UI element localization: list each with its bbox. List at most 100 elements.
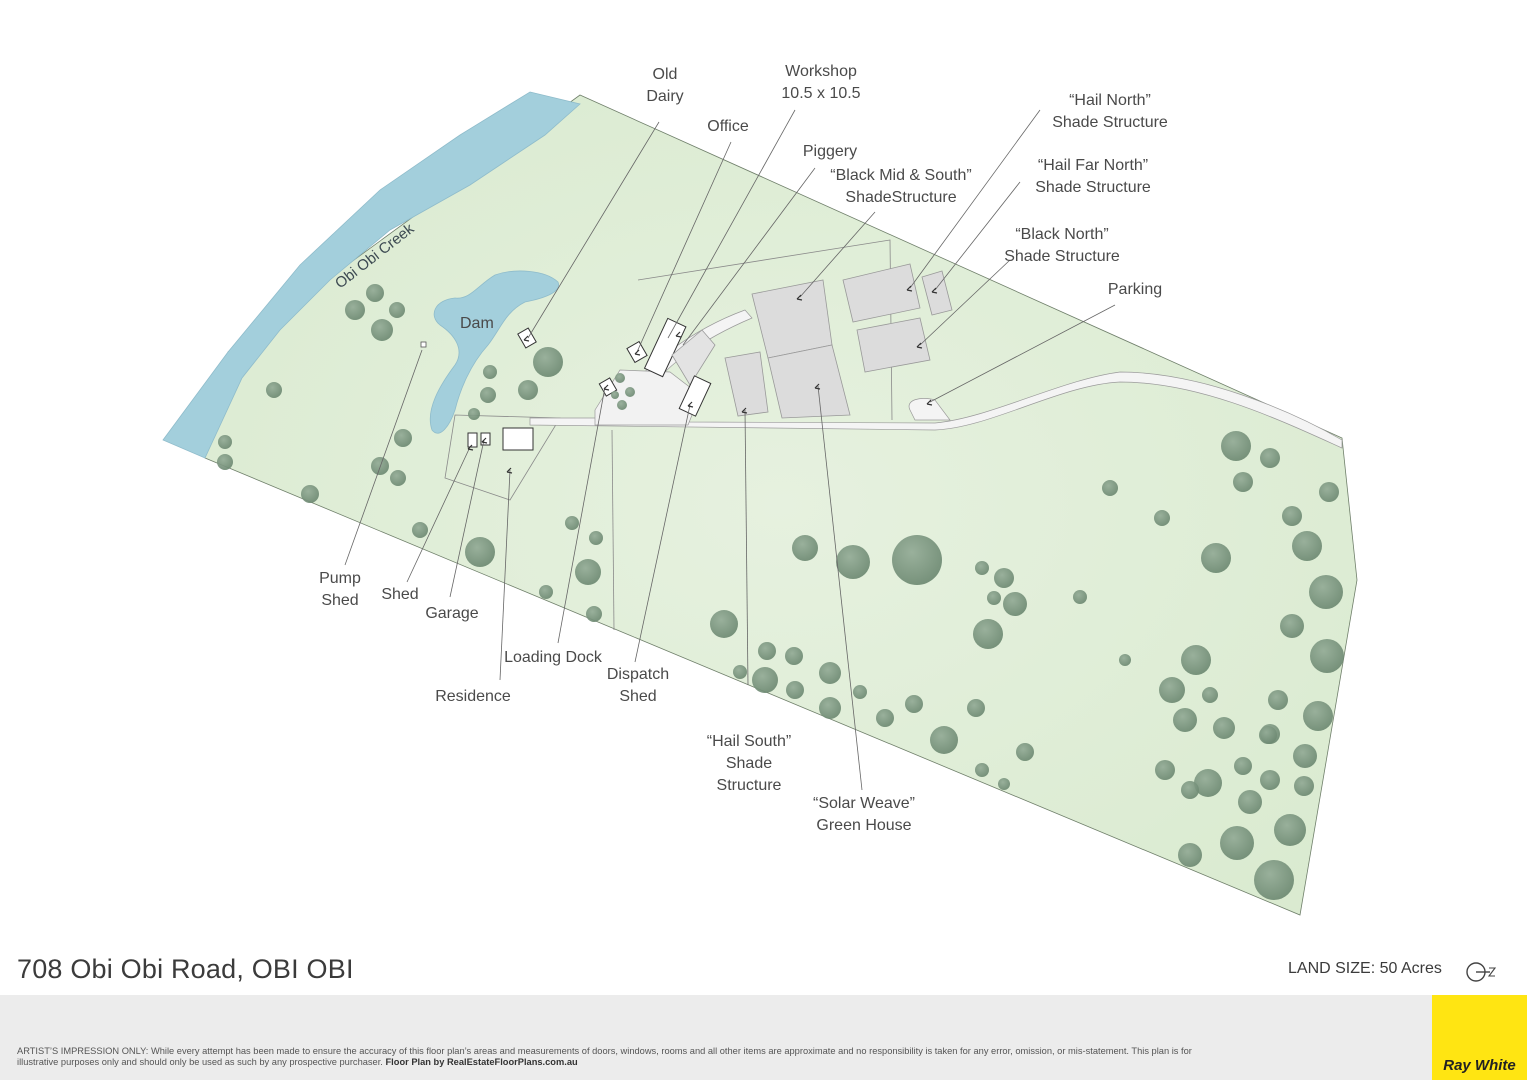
tree bbox=[390, 470, 406, 486]
tree bbox=[1159, 677, 1185, 703]
label-line: Shed bbox=[321, 592, 358, 609]
tree bbox=[589, 531, 603, 545]
tree bbox=[998, 778, 1010, 790]
label-solar-weave: “Solar Weave” Green House bbox=[813, 795, 915, 834]
tree bbox=[836, 545, 870, 579]
building-dispatch-shed bbox=[678, 375, 712, 417]
label-line: “Black Mid & South” bbox=[830, 167, 971, 184]
tree bbox=[1259, 726, 1277, 744]
tree bbox=[586, 606, 602, 622]
driveway bbox=[529, 309, 1343, 449]
label-line: “Hail Far North” bbox=[1038, 157, 1148, 174]
tree bbox=[625, 387, 635, 397]
tree bbox=[483, 365, 497, 379]
tree bbox=[366, 284, 384, 302]
tree bbox=[1003, 592, 1027, 616]
tree bbox=[1102, 480, 1118, 496]
north-arrow-icon bbox=[1466, 962, 1497, 982]
tree bbox=[1154, 510, 1170, 526]
tree bbox=[266, 382, 282, 398]
tree bbox=[785, 647, 803, 665]
tree bbox=[1073, 590, 1087, 604]
residence-yard bbox=[444, 414, 561, 501]
label-line: Shade bbox=[726, 755, 772, 772]
tree bbox=[1233, 472, 1253, 492]
tree bbox=[480, 387, 496, 403]
tree bbox=[1016, 743, 1034, 761]
building-hail-north bbox=[842, 263, 921, 323]
tree bbox=[345, 300, 365, 320]
label-line: Structure bbox=[717, 777, 782, 794]
label-line: Shed bbox=[381, 586, 418, 603]
tree bbox=[1280, 614, 1304, 638]
dam bbox=[429, 270, 559, 434]
tree bbox=[1282, 506, 1302, 526]
tree bbox=[1268, 690, 1288, 710]
label-line: 10.5 x 10.5 bbox=[781, 85, 860, 102]
tree bbox=[412, 522, 428, 538]
label-line: Shed bbox=[619, 688, 656, 705]
label-line: “Hail North” bbox=[1069, 92, 1151, 109]
tree bbox=[758, 642, 776, 660]
tree bbox=[733, 665, 747, 679]
tree bbox=[1260, 448, 1280, 468]
tree bbox=[575, 559, 601, 585]
tree bbox=[1201, 543, 1231, 573]
building-piggery bbox=[671, 329, 716, 386]
tree bbox=[217, 454, 233, 470]
disclaimer: ARTIST’S IMPRESSION ONLY: While every at… bbox=[17, 1046, 1217, 1068]
tree bbox=[905, 695, 923, 713]
label-line: Garage bbox=[425, 605, 478, 622]
label-hail-far-north: “Hail Far North”Shade Structure bbox=[1035, 157, 1151, 196]
tree bbox=[1319, 482, 1339, 502]
tree bbox=[394, 429, 412, 447]
tree bbox=[1220, 826, 1254, 860]
tree bbox=[710, 610, 738, 638]
arrow-markers bbox=[467, 285, 938, 474]
tree bbox=[752, 667, 778, 693]
tree bbox=[1213, 717, 1235, 739]
tree bbox=[1254, 860, 1294, 900]
label-garage: Garage bbox=[425, 605, 478, 622]
tree bbox=[819, 662, 841, 684]
tree bbox=[1173, 708, 1197, 732]
label-line: Green House bbox=[816, 817, 911, 834]
tree bbox=[1309, 575, 1343, 609]
label-line: Parking bbox=[1108, 281, 1162, 298]
label-line: ShadeStructure bbox=[845, 189, 956, 206]
label-line: Workshop bbox=[785, 63, 857, 80]
tree bbox=[967, 699, 985, 717]
label-line: “Solar Weave” bbox=[813, 795, 915, 812]
tree bbox=[1194, 769, 1222, 797]
tree bbox=[1303, 701, 1333, 731]
property-address: 708 Obi Obi Road, OBI OBI bbox=[17, 954, 354, 984]
tree bbox=[1181, 645, 1211, 675]
tree bbox=[853, 685, 867, 699]
tree bbox=[975, 763, 989, 777]
tree bbox=[876, 709, 894, 727]
tree bbox=[518, 380, 538, 400]
label-piggery: Piggery bbox=[803, 143, 857, 160]
tree bbox=[218, 435, 232, 449]
label-loading-dock: Loading Dock bbox=[504, 649, 603, 666]
tree bbox=[1202, 687, 1218, 703]
label-line: Loading Dock bbox=[504, 649, 603, 666]
building-shed bbox=[467, 432, 478, 448]
label-line: Piggery bbox=[803, 143, 857, 160]
fence-line bbox=[611, 429, 615, 631]
tree bbox=[1234, 757, 1252, 775]
tree bbox=[465, 537, 495, 567]
label-black-mid-south: “Black Mid & South” ShadeStructure bbox=[830, 167, 971, 206]
building-pump-shed bbox=[420, 341, 427, 348]
label-line: Residence bbox=[435, 688, 511, 705]
label-line: Shade Structure bbox=[1004, 248, 1120, 265]
tree bbox=[1310, 639, 1344, 673]
tree bbox=[1155, 760, 1175, 780]
trees bbox=[217, 284, 1344, 900]
tree bbox=[1293, 744, 1317, 768]
label-shed: Shed bbox=[381, 586, 418, 603]
tree bbox=[786, 681, 804, 699]
tree bbox=[611, 391, 619, 399]
